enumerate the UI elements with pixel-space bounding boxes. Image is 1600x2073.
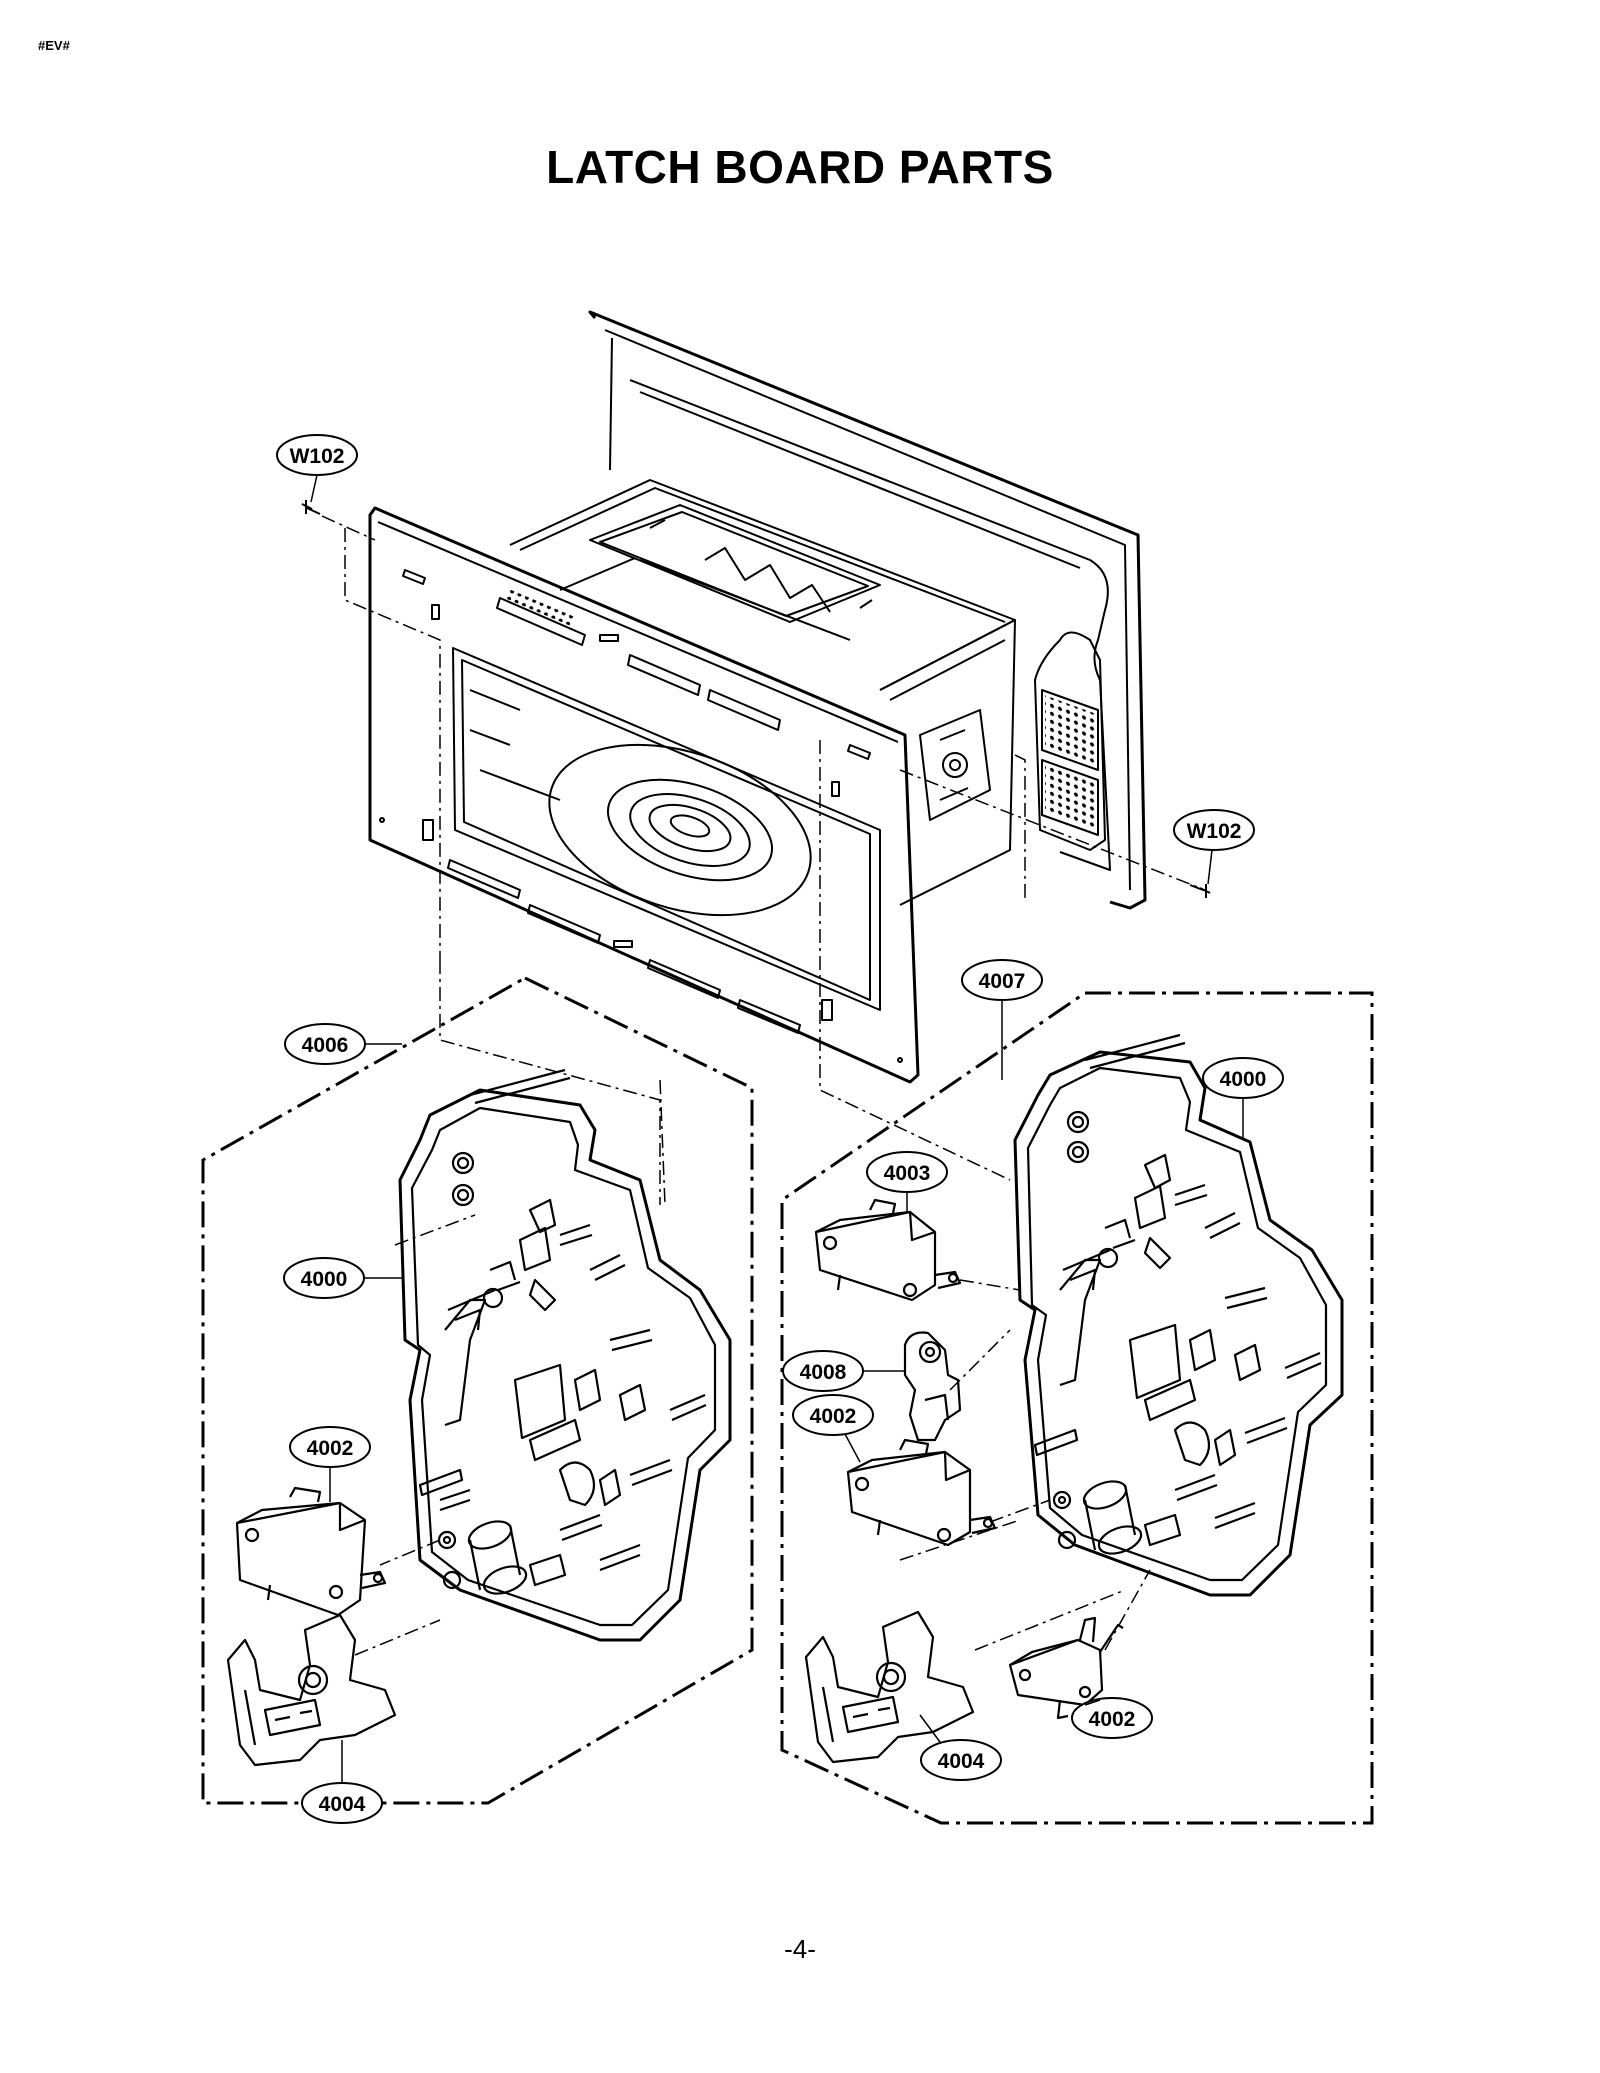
callout-text: 4003 bbox=[884, 1162, 931, 1185]
callout-text: 4004 bbox=[938, 1750, 985, 1773]
w102-screw-right bbox=[1189, 884, 1211, 898]
cavity-top bbox=[509, 479, 1016, 691]
callout-text: W102 bbox=[1187, 820, 1242, 843]
callout-text: 4000 bbox=[301, 1268, 348, 1291]
callout-text: 4006 bbox=[302, 1034, 349, 1057]
w102-screw-left bbox=[301, 500, 321, 515]
latch-lever-left bbox=[226, 1613, 397, 1767]
assembly-dash-lines bbox=[321, 515, 1201, 1205]
page-number: -4- bbox=[784, 1934, 816, 1964]
latch-group-left bbox=[201, 976, 754, 1805]
micro-switch-right-upper bbox=[846, 1438, 997, 1547]
callout-4003: 4003 bbox=[866, 1151, 948, 1212]
rear-frame bbox=[588, 310, 1147, 910]
callout-4000-right: 4000 bbox=[1202, 1057, 1284, 1140]
callout-text: 4002 bbox=[810, 1405, 857, 1428]
micro-switch-right-lower bbox=[1008, 1616, 1124, 1720]
callout-4004-left: 4004 bbox=[301, 1740, 383, 1824]
latch-board-right bbox=[1013, 1033, 1344, 1597]
callout-4002-right-upper: 4002 bbox=[792, 1394, 874, 1463]
front-plate bbox=[368, 506, 920, 1084]
callout-4006: 4006 bbox=[284, 1023, 402, 1065]
cavity-assembly bbox=[301, 310, 1211, 1084]
callout-4002-left: 4002 bbox=[289, 1426, 371, 1502]
callout-text: 4004 bbox=[319, 1793, 366, 1816]
callout-4007: 4007 bbox=[961, 959, 1043, 1080]
callout-4000-left: 4000 bbox=[283, 1257, 404, 1299]
callout-text: 4007 bbox=[979, 970, 1026, 993]
callout-text: 4000 bbox=[1220, 1068, 1267, 1091]
callout-text: 4008 bbox=[800, 1361, 847, 1384]
callout-4008: 4008 bbox=[782, 1350, 905, 1392]
micro-switch-left bbox=[235, 1486, 387, 1617]
page-title: LATCH BOARD PARTS bbox=[546, 141, 1054, 193]
cavity-side bbox=[879, 619, 1016, 906]
latch-group-right bbox=[780, 991, 1374, 1825]
group-boundary-right bbox=[780, 991, 1374, 1825]
callout-4002-right-lower: 4002 bbox=[1071, 1697, 1153, 1739]
latch-4008 bbox=[903, 1331, 962, 1442]
callout-text: 4002 bbox=[307, 1437, 354, 1460]
callout-text: 4002 bbox=[1089, 1708, 1136, 1731]
callout-4004-right: 4004 bbox=[919, 1714, 1002, 1781]
group-boundary-left bbox=[201, 976, 754, 1805]
callout-w102-right: W102 bbox=[1173, 809, 1255, 885]
switch-4003 bbox=[814, 1198, 962, 1302]
latch-lever-right bbox=[804, 1610, 975, 1764]
callout-text: W102 bbox=[290, 445, 345, 468]
latch-board-left bbox=[398, 1068, 732, 1642]
callout-w102-left: W102 bbox=[276, 434, 358, 503]
header-tag: #EV# bbox=[38, 38, 70, 53]
callout-labels: W102 W102 4006 4000 4002 4004 bbox=[276, 434, 1284, 1824]
